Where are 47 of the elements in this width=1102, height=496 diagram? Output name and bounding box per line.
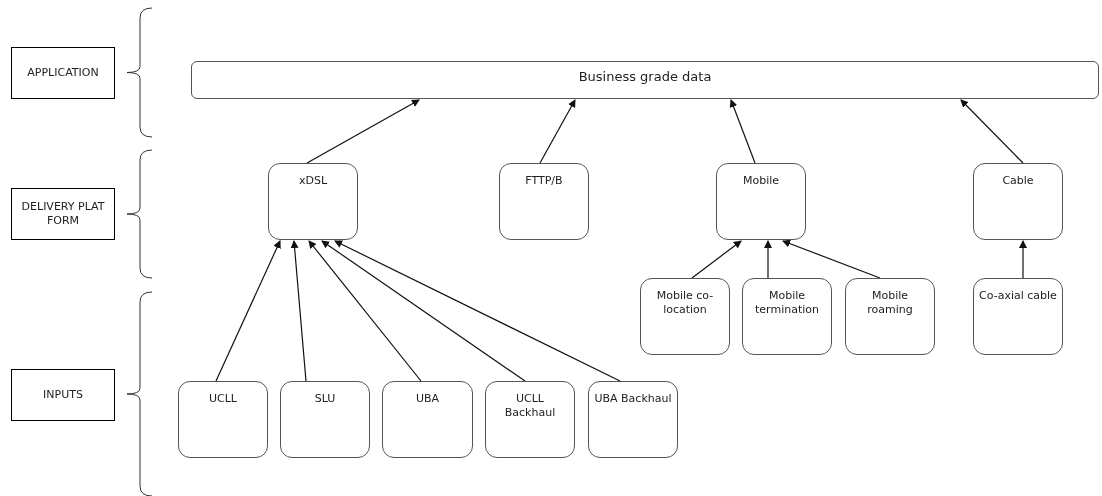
- box-text: Mobile co-location: [655, 289, 715, 317]
- arrow: [539, 99, 576, 164]
- box-text: Mobile termination: [754, 289, 820, 317]
- arrow: [215, 240, 281, 382]
- layer-label-box: [11, 188, 115, 240]
- layer-label-box: [11, 47, 115, 99]
- process-box: [191, 61, 1099, 99]
- box-text: Mobile roaming: [866, 289, 914, 317]
- box-text: UCLL Backhaul: [503, 392, 557, 420]
- box-text: UBA: [415, 392, 440, 406]
- process-box: [973, 278, 1063, 355]
- process-box: [742, 278, 832, 355]
- box-text: INPUTS: [43, 388, 83, 402]
- arrow: [290, 240, 307, 382]
- arrow: [729, 99, 756, 164]
- box-text: Mobile: [742, 174, 780, 188]
- box-text: Cable: [1002, 174, 1034, 188]
- arrow: [334, 240, 621, 382]
- process-box: [640, 278, 730, 355]
- box-text: UCLL: [209, 392, 237, 406]
- box-text: xDSL: [298, 174, 328, 188]
- arrow: [306, 99, 420, 164]
- process-box: [716, 163, 806, 240]
- box-text: Business grade data: [578, 70, 712, 84]
- box-text: UBA Backhaul: [594, 392, 672, 406]
- box-text: FTTP/B: [525, 174, 563, 188]
- box-text: SLU: [314, 392, 336, 406]
- process-box: [268, 163, 358, 240]
- process-box: [588, 381, 678, 458]
- arrow: [960, 99, 1024, 164]
- process-box: [280, 381, 370, 458]
- arrow: [691, 240, 742, 279]
- process-box: [178, 381, 268, 458]
- process-box: [485, 381, 575, 458]
- layer-label-box: [11, 369, 115, 421]
- arrow: [782, 239, 881, 279]
- process-box: [845, 278, 935, 355]
- box-text: DELIVERY PLATFORM: [20, 200, 106, 228]
- arrow: [1019, 240, 1027, 279]
- arrow: [764, 240, 772, 279]
- arrow: [308, 240, 422, 382]
- process-box: [499, 163, 589, 240]
- arrow: [321, 240, 526, 382]
- box-text: APPLICATION: [27, 66, 99, 80]
- box-text: Co-axial cable: [979, 289, 1057, 303]
- process-box: [382, 381, 473, 458]
- process-box: [973, 163, 1063, 240]
